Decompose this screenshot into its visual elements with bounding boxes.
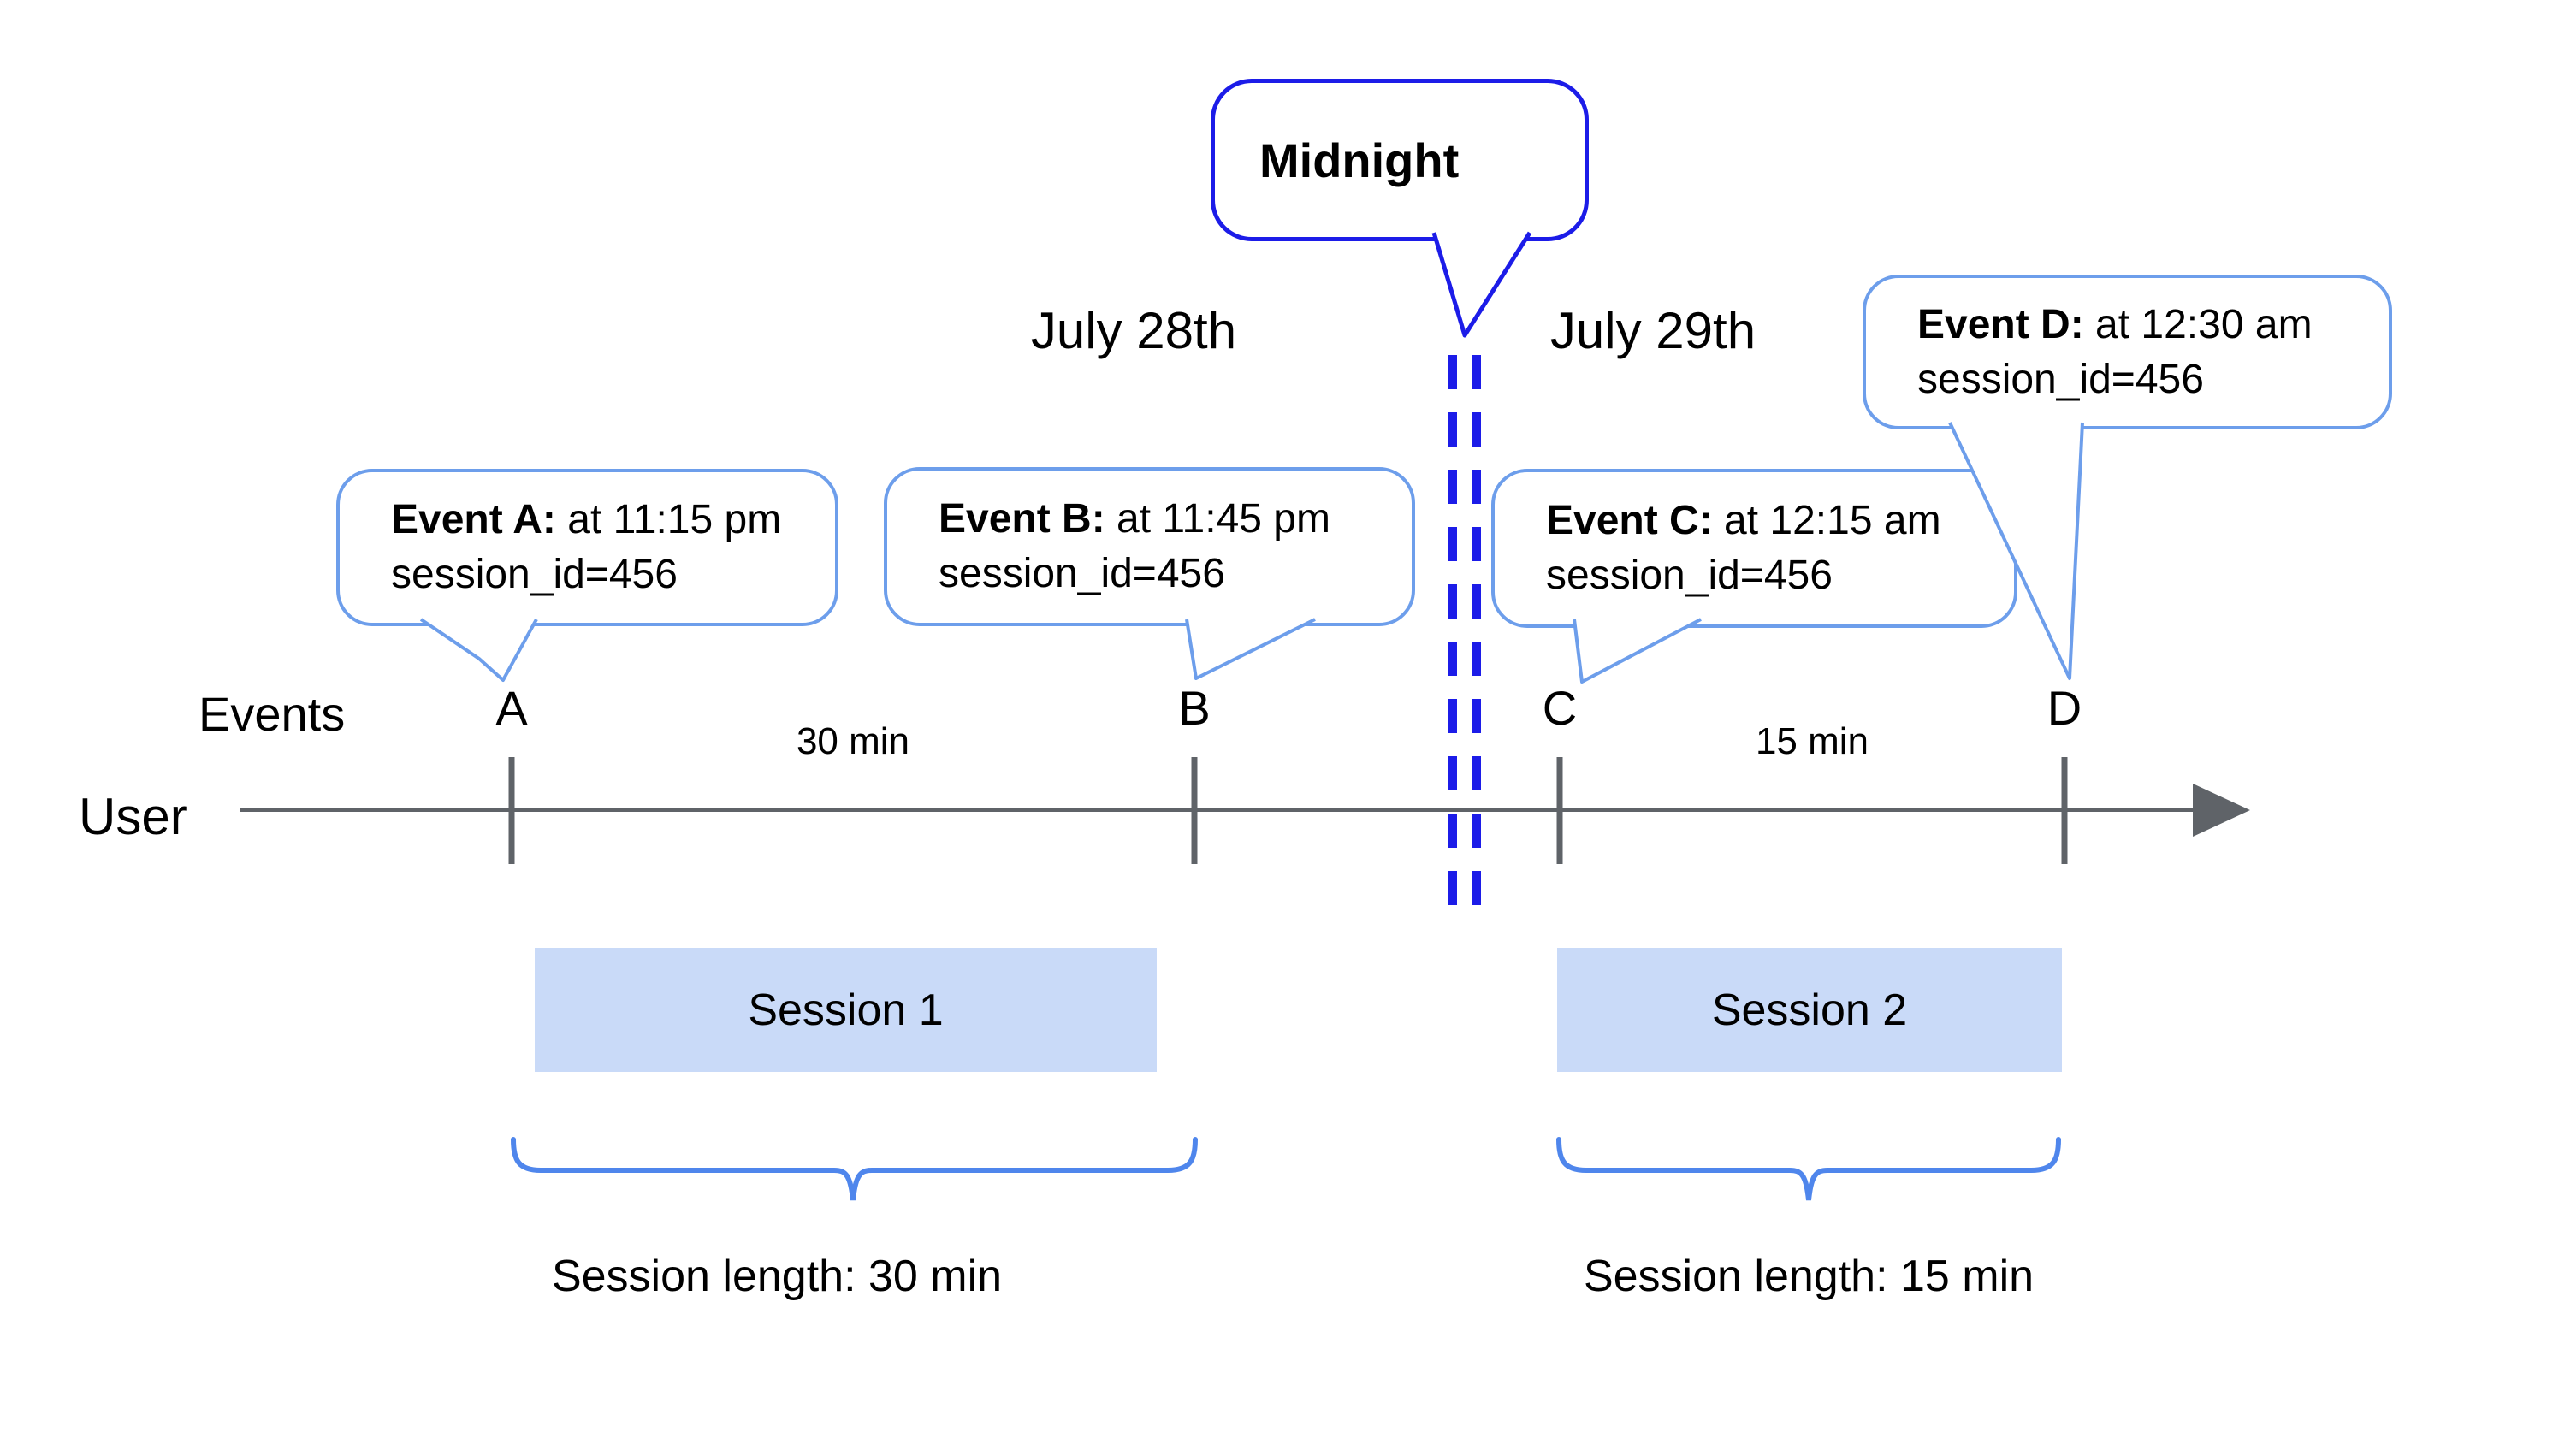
session-2-box: Session 2 bbox=[1557, 948, 2062, 1072]
date-label-july-28: July 28th bbox=[1030, 302, 1237, 359]
event-c-callout-tail bbox=[1573, 618, 1702, 684]
event-d-time: at 12:30 am bbox=[2095, 301, 2313, 347]
session-1-box: Session 1 bbox=[535, 948, 1157, 1072]
session-1-brace bbox=[511, 1137, 1198, 1201]
event-d-callout-line2: session_id=456 bbox=[1917, 356, 2204, 402]
midnight-callout: Midnight bbox=[1211, 79, 1589, 241]
gap-label-30min: 30 min bbox=[796, 720, 910, 762]
event-b-title: Event B: bbox=[939, 496, 1105, 542]
event-c-time: at 12:15 am bbox=[1724, 498, 1941, 543]
event-c-title: Event C: bbox=[1546, 498, 1713, 543]
event-marker-d: D bbox=[2047, 681, 2082, 735]
user-row-label: User bbox=[79, 788, 187, 845]
event-b-callout-line2: session_id=456 bbox=[939, 551, 1225, 596]
events-row-label: Events bbox=[198, 687, 346, 741]
event-a-callout: Event A: at 11:15 pm session_id=456 bbox=[336, 469, 838, 626]
session-2-brace bbox=[1556, 1137, 2061, 1201]
event-a-time: at 11:15 pm bbox=[567, 497, 782, 542]
event-marker-b: B bbox=[1178, 681, 1211, 735]
event-a-callout-line1: Event A: at 11:15 pm bbox=[391, 493, 835, 547]
gap-label-15min: 15 min bbox=[1755, 720, 1869, 762]
event-d-title: Event D: bbox=[1917, 301, 2084, 347]
event-d-callout: Event D: at 12:30 am session_id=456 bbox=[1863, 275, 2392, 429]
midnight-callout-label: Midnight bbox=[1259, 133, 1460, 187]
session-1-label: Session 1 bbox=[748, 985, 944, 1035]
event-c-callout-line1: Event C: at 12:15 am bbox=[1546, 494, 2014, 548]
session-2-label: Session 2 bbox=[1711, 985, 1908, 1035]
event-d-callout-line1: Event D: at 12:30 am bbox=[1917, 298, 2389, 352]
session-2-length-label: Session length: 15 min bbox=[1583, 1252, 2035, 1301]
event-a-title: Event A: bbox=[391, 497, 556, 542]
event-b-callout: Event B: at 11:45 pm session_id=456 bbox=[884, 467, 1415, 626]
event-b-callout-line1: Event B: at 11:45 pm bbox=[939, 492, 1412, 547]
event-c-callout: Event C: at 12:15 am session_id=456 bbox=[1491, 469, 2017, 628]
event-marker-c: C bbox=[1542, 681, 1578, 735]
session-1-length-label: Session length: 30 min bbox=[551, 1252, 1003, 1301]
event-b-time: at 11:45 pm bbox=[1117, 496, 1330, 542]
date-label-july-29: July 29th bbox=[1549, 302, 1756, 359]
event-a-callout-line2: session_id=456 bbox=[391, 552, 678, 597]
event-c-callout-line2: session_id=456 bbox=[1546, 553, 1833, 598]
event-marker-a: A bbox=[495, 681, 528, 735]
event-b-callout-tail bbox=[1185, 618, 1316, 680]
event-a-callout-tail bbox=[419, 618, 538, 682]
midnight-callout-tail bbox=[1431, 231, 1532, 338]
timeline-arrowhead-icon bbox=[2193, 784, 2250, 837]
